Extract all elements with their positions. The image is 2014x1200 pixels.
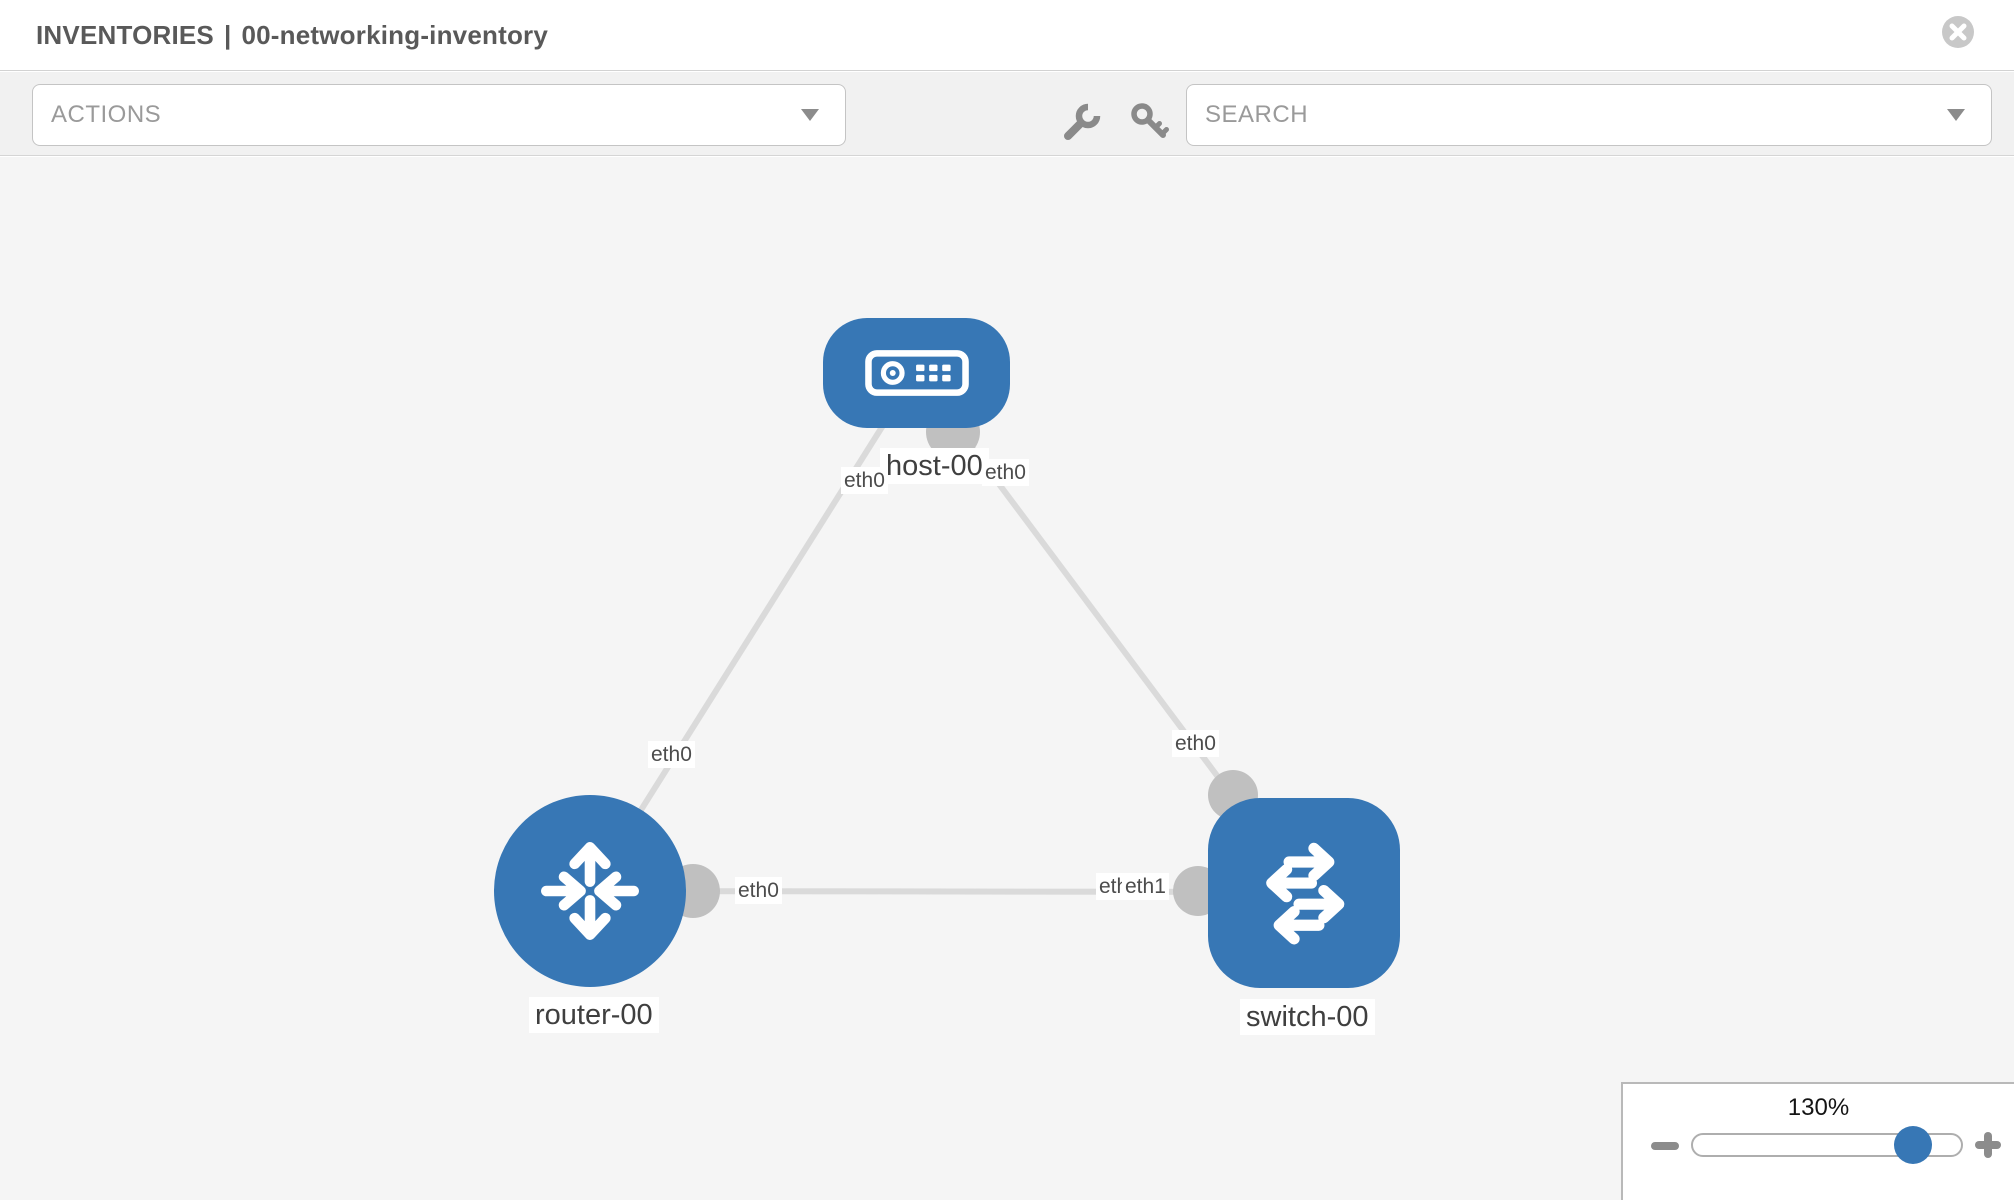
toolbar: ACTIONS SEARCH — [0, 72, 2014, 156]
zoom-out-button[interactable] — [1651, 1137, 1679, 1155]
header: INVENTORIES | 00-networking-inventory — [0, 0, 2014, 71]
zoom-slider-thumb[interactable] — [1894, 1126, 1932, 1164]
credentials-button[interactable] — [1128, 100, 1172, 144]
actions-dropdown-label: ACTIONS — [51, 101, 162, 128]
interface-label-switch-left-front: eth1 — [1122, 873, 1169, 900]
title-separator: | — [223, 20, 232, 50]
router-icon — [541, 842, 639, 940]
interface-label-switch-top: eth0 — [1172, 730, 1219, 757]
actions-dropdown[interactable]: ACTIONS — [32, 84, 846, 146]
interface-label-host-left: eth0 — [841, 467, 888, 494]
wrench-icon — [1064, 102, 1104, 140]
search-dropdown[interactable]: SEARCH — [1186, 84, 1992, 146]
page-title: INVENTORIES | 00-networking-inventory — [36, 0, 548, 71]
interface-label-router-top: eth0 — [648, 741, 695, 768]
breadcrumb-inventory-name: 00-networking-inventory — [241, 20, 549, 50]
search-dropdown-label: SEARCH — [1205, 101, 1309, 128]
node-router-00[interactable] — [494, 795, 686, 987]
close-icon — [1949, 23, 1967, 41]
minus-icon — [1651, 1142, 1679, 1150]
switch-icon — [1266, 842, 1345, 945]
configure-button[interactable] — [1060, 100, 1104, 144]
host-icon — [864, 350, 969, 396]
links-layer — [587, 371, 1307, 918]
key-icon — [1131, 103, 1169, 138]
interface-label-router-right: eth0 — [735, 877, 782, 904]
node-switch-00[interactable] — [1208, 798, 1400, 988]
topology-canvas[interactable]: host-00 router-00 switch-00 eth0 eth0 et… — [0, 157, 2014, 1200]
chevron-down-icon — [1947, 109, 1965, 121]
zoom-panel: 130% — [1621, 1082, 2014, 1200]
zoom-in-button[interactable] — [1975, 1132, 2001, 1158]
zoom-slider[interactable] — [1691, 1126, 1963, 1164]
link-host-router[interactable] — [587, 371, 919, 893]
node-host-00[interactable] — [823, 318, 1010, 428]
zoom-level: 130% — [1787, 1094, 1850, 1121]
node-label-host-00[interactable]: host-00 — [880, 448, 989, 484]
chevron-down-icon — [801, 109, 819, 121]
interface-label-host-right: eth0 — [982, 459, 1029, 486]
node-label-router-00[interactable]: router-00 — [529, 997, 659, 1033]
node-label-switch-00[interactable]: switch-00 — [1240, 999, 1375, 1035]
breadcrumb-inventories: INVENTORIES — [36, 20, 214, 50]
close-button[interactable] — [1942, 16, 1974, 48]
